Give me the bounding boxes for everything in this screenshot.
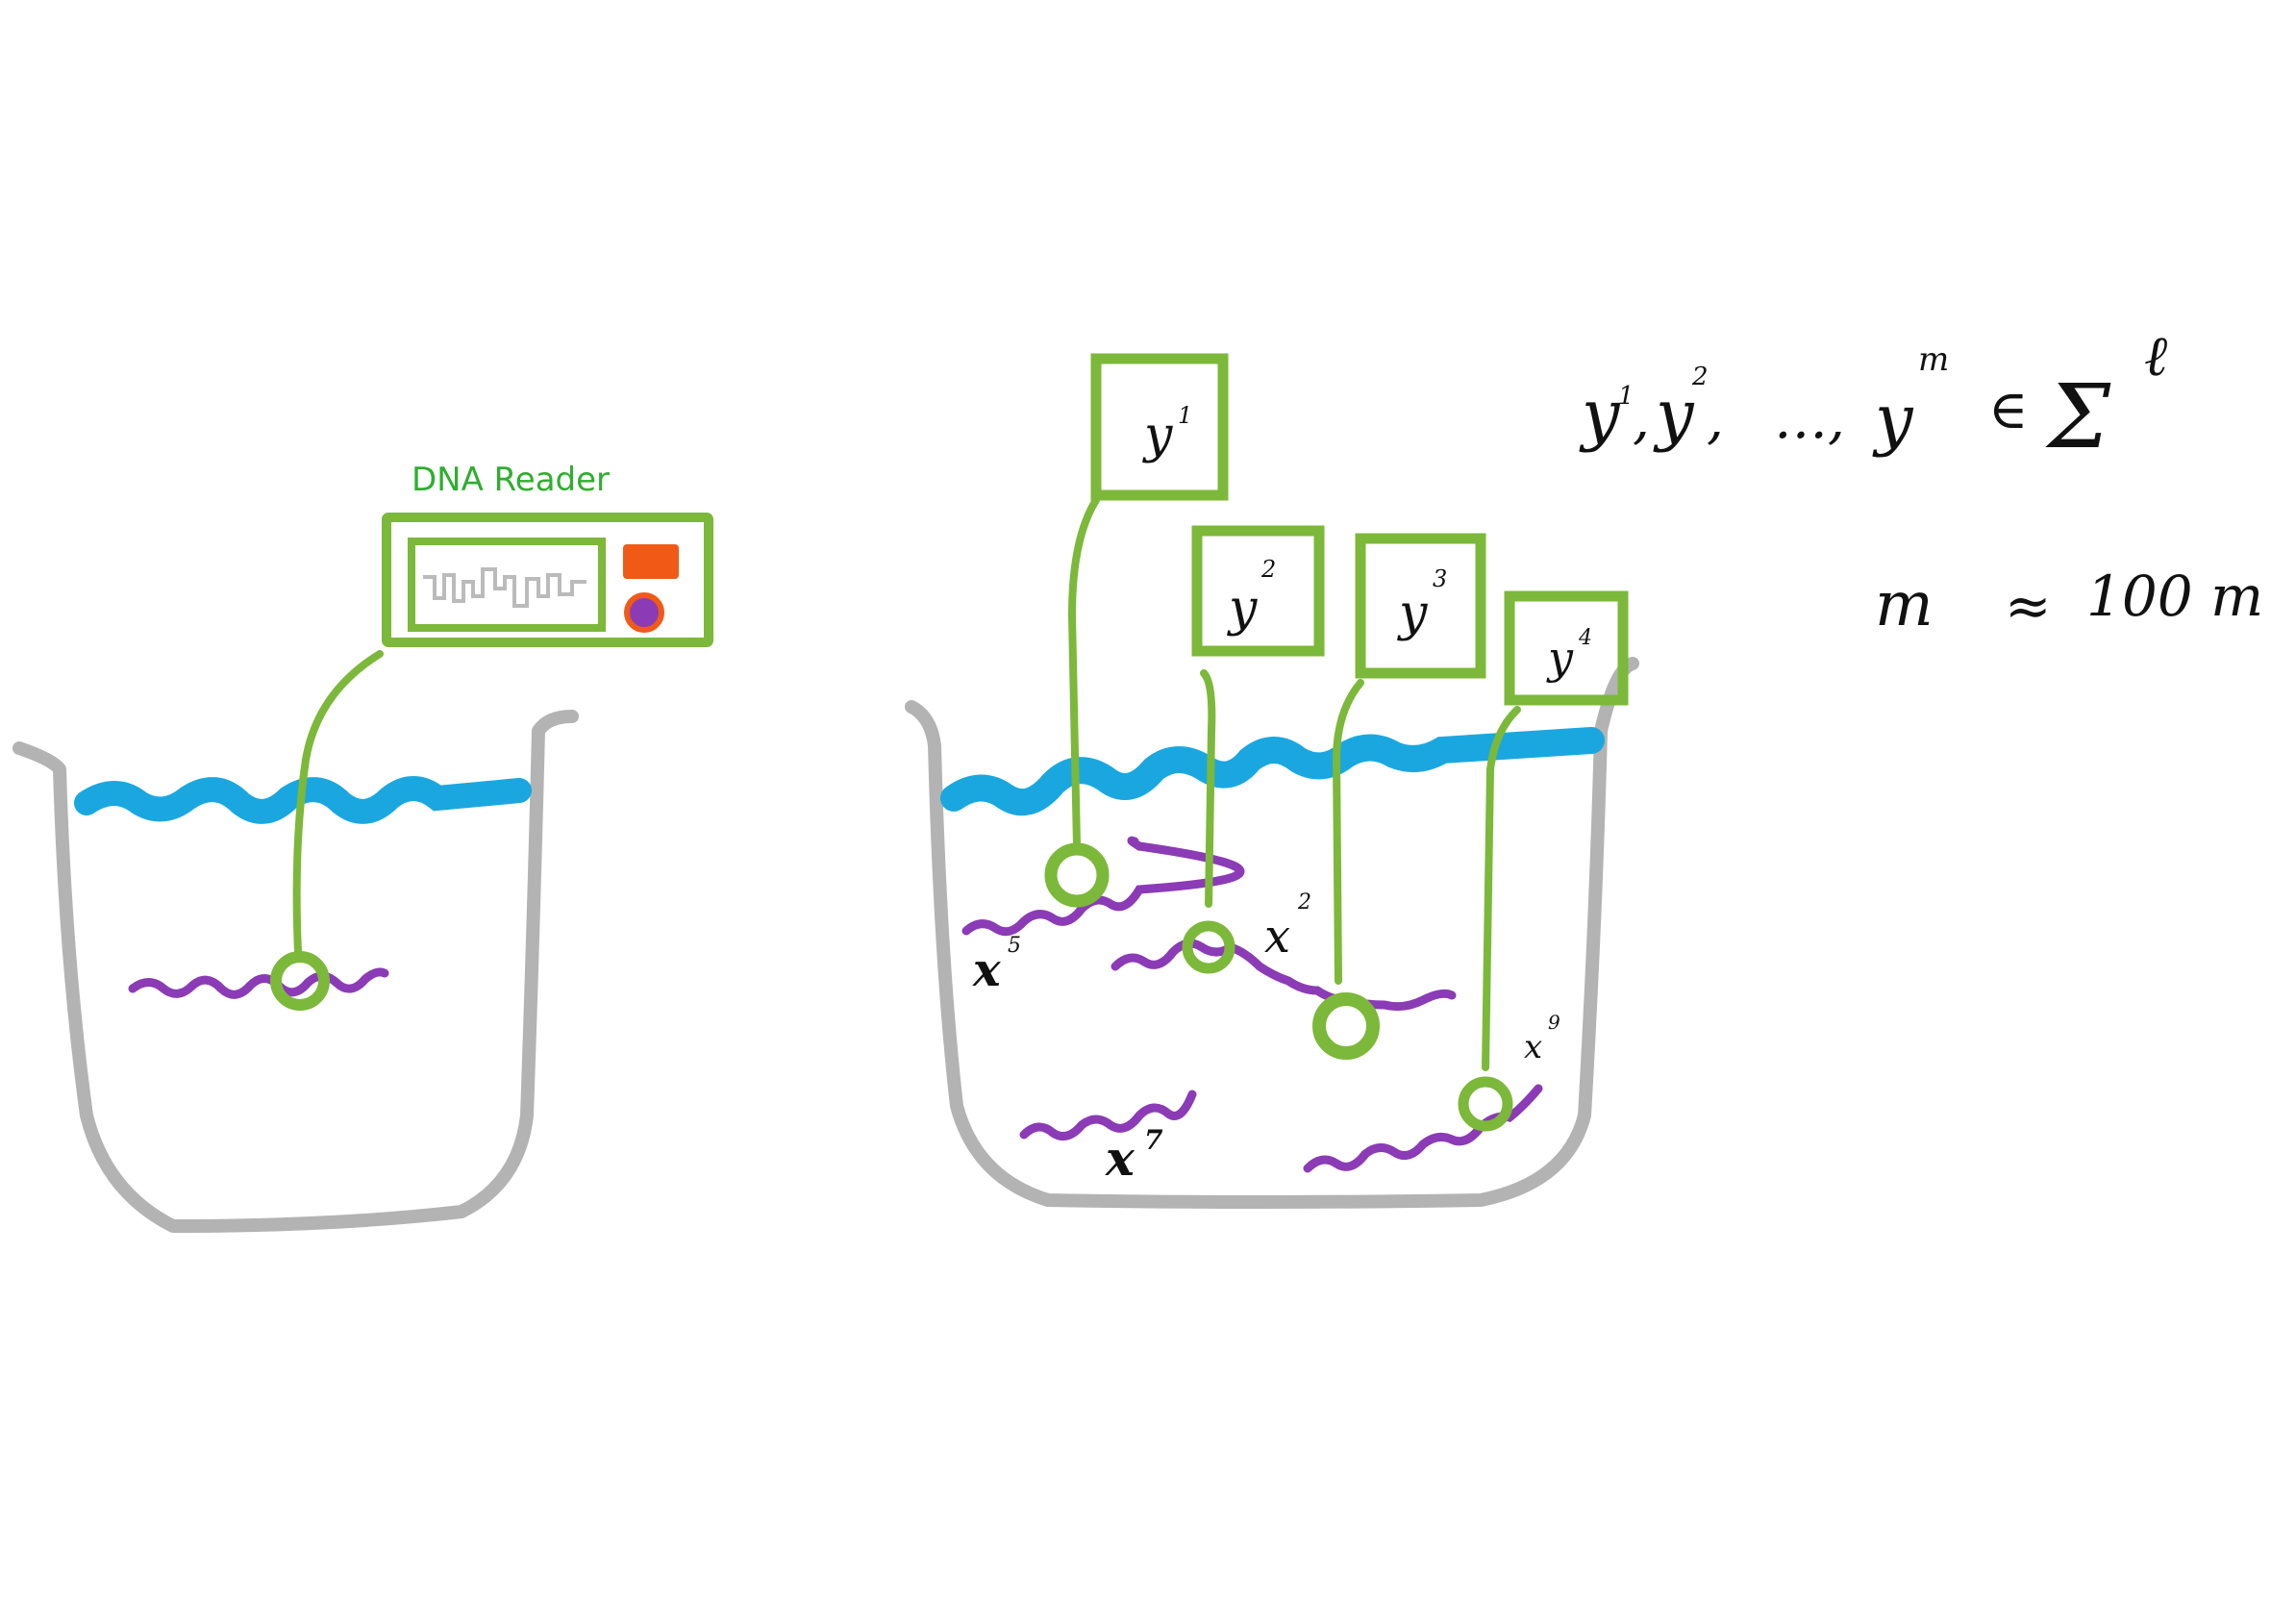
svg-text:,: , (1707, 388, 1724, 451)
probe-label-y2: y 2 (1227, 556, 1276, 638)
svg-text:y: y (1653, 375, 1695, 454)
svg-text:,: , (1633, 388, 1650, 451)
svg-text:100 m: 100 m (2086, 564, 2263, 629)
reader-title: DNA Reader (412, 461, 610, 499)
svg-text:y: y (1397, 585, 1428, 642)
left-dna-strand (128, 967, 389, 999)
svg-text:1: 1 (1178, 402, 1192, 429)
dna-reader-device (382, 513, 713, 647)
svg-text:x: x (1105, 1130, 1136, 1187)
formula-line-1: y 1 , y 2 , …, y m ∈ Σ ℓ (1579, 323, 2167, 468)
probe-y2 (1182, 525, 1325, 974)
svg-text:m: m (1918, 340, 1949, 379)
svg-text:2: 2 (1297, 890, 1311, 915)
probe-label-y1: y 1 (1142, 402, 1192, 464)
probe-label-y4: y 4 (1546, 626, 1592, 684)
left-water (74, 776, 532, 824)
svg-text:≈: ≈ (2005, 573, 2052, 639)
svg-text:2: 2 (1691, 363, 1709, 391)
probe-label-y3: y 3 (1397, 565, 1447, 642)
reader-signal-trace (423, 567, 586, 608)
svg-text:7: 7 (1144, 1124, 1163, 1156)
probe-y1 (1044, 353, 1229, 908)
svg-text:3: 3 (1433, 565, 1447, 592)
svg-text:4: 4 (1578, 626, 1592, 650)
strand-label-x7: x 7 (1105, 1124, 1163, 1187)
strand-label-x5: x 5 (972, 934, 1021, 997)
reader-orange-button (623, 544, 679, 579)
left-probe-ring (270, 951, 330, 1011)
strand-x2 (1111, 939, 1457, 1012)
right-beaker (905, 657, 1639, 1209)
svg-text:∈: ∈ (1988, 379, 2028, 441)
svg-text:Σ: Σ (2045, 365, 2111, 468)
svg-text:y: y (1872, 380, 1914, 459)
strand-x7 (1019, 1090, 1197, 1141)
probe-y3 (1312, 533, 1486, 1060)
right-water (940, 727, 1605, 816)
svg-text:x: x (972, 943, 1002, 997)
reader-power-button (624, 592, 664, 633)
svg-text:…,: …, (1774, 388, 1845, 451)
strand-label-x2: x 2 (1264, 890, 1311, 964)
svg-text:9: 9 (1548, 1011, 1560, 1034)
svg-text:ℓ: ℓ (2144, 323, 2167, 388)
formula-line-2: m ≈ 100 m (1875, 564, 2263, 640)
probe-y4 (1458, 590, 1629, 1132)
reader-cable (292, 650, 384, 956)
svg-text:m: m (1875, 569, 1934, 640)
left-beaker (12, 710, 579, 1233)
svg-text:5: 5 (1008, 934, 1021, 958)
svg-text:2: 2 (1260, 556, 1276, 583)
svg-text:y: y (1227, 580, 1258, 638)
reader-screen (408, 538, 606, 632)
strand-label-x9: x 9 (1524, 1011, 1560, 1066)
svg-text:y: y (1546, 632, 1574, 684)
svg-text:y: y (1579, 375, 1621, 454)
svg-text:x: x (1264, 910, 1290, 964)
svg-text:y: y (1142, 407, 1173, 464)
svg-text:x: x (1524, 1028, 1542, 1066)
svg-text:1: 1 (1618, 382, 1635, 411)
